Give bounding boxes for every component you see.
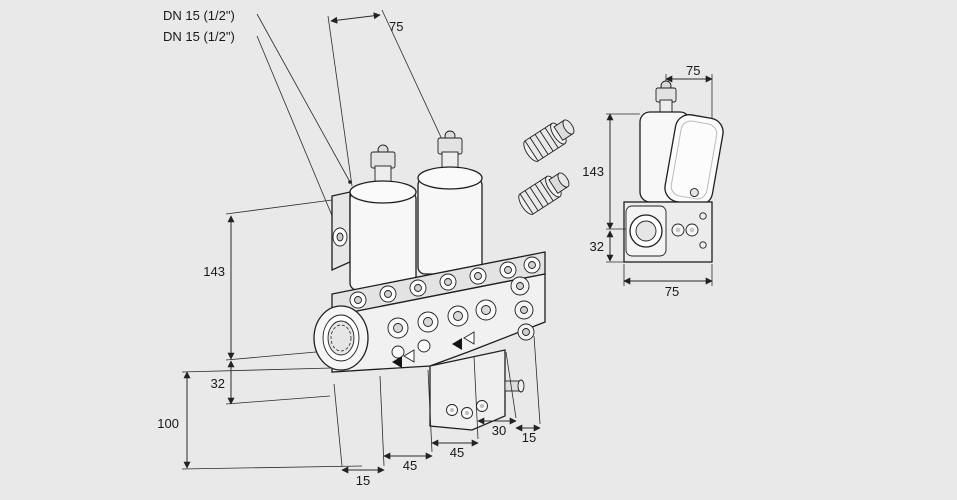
side-body-port xyxy=(699,241,707,249)
fitting-neck-end xyxy=(562,119,575,135)
solenoid-coil-right-body xyxy=(417,177,483,275)
side-dim-label-bottom: 75 xyxy=(665,284,679,299)
flow-arrow-filled xyxy=(452,338,462,350)
dim-ext-bottom xyxy=(333,383,343,467)
ribbed-plug-fitting-2 xyxy=(518,172,570,215)
bolt-head xyxy=(384,290,392,298)
fitting-rib xyxy=(534,183,549,205)
valve-body-slab xyxy=(331,273,546,373)
dim-label-bottom-45b: 45 xyxy=(450,445,464,460)
bolt-head xyxy=(414,284,422,292)
dim-ext-bottom xyxy=(427,369,433,453)
side-body-bolt-pin xyxy=(689,227,695,233)
module-screw-pin xyxy=(480,404,484,408)
side-dim-label-143: 143 xyxy=(582,164,604,179)
dim-label-32: 32 xyxy=(211,376,225,391)
dn-leader-dot-1 xyxy=(348,180,352,184)
side-dim-label-32: 32 xyxy=(590,239,604,254)
module-screw-pin xyxy=(465,411,469,415)
dim-label-top-width: 75 xyxy=(389,19,403,34)
flange-bolt-head xyxy=(520,306,528,314)
dim-ext-143-top xyxy=(225,199,333,215)
flange-bolt-head xyxy=(516,282,524,290)
side-inlet-bore xyxy=(635,220,657,242)
fitting-rib xyxy=(539,130,554,152)
fitting-neck-end xyxy=(557,172,570,188)
solenoid-coil-left-body xyxy=(349,191,417,291)
seat-pin xyxy=(393,323,403,333)
bolt-head xyxy=(528,261,536,269)
solenoid-coil-left-top xyxy=(349,180,417,204)
rail-bolt-heads xyxy=(354,261,536,304)
flow-arrow-outline xyxy=(463,331,475,345)
flow-arrow-outline xyxy=(403,349,415,363)
dim-ext-100-top xyxy=(181,367,333,373)
ribbed-plug-fitting-1 xyxy=(523,119,575,162)
dim-ext-top-right xyxy=(381,9,447,149)
seat-pin xyxy=(453,311,463,321)
side-body-port xyxy=(699,212,707,220)
dn-callout-2: DN 15 (1/2") xyxy=(163,29,235,44)
side-dim-label-top: 75 xyxy=(686,63,700,78)
dim-ext-bottom xyxy=(473,355,479,440)
outlet-flange-bolts xyxy=(510,276,535,341)
seat-pin xyxy=(423,317,433,327)
fitting-rib xyxy=(529,187,544,208)
seat-circle-small xyxy=(391,345,405,359)
dim-label-bottom-45a: 45 xyxy=(403,458,417,473)
inlet-flange-thread xyxy=(330,324,352,352)
dim-ext-top-left xyxy=(327,15,353,187)
connector-housing-inner xyxy=(670,120,718,200)
dim-ext-100-bottom xyxy=(181,465,363,470)
bolt-head xyxy=(504,266,512,274)
module-test-nipple-end xyxy=(517,379,525,393)
dim-label-100: 100 xyxy=(157,416,179,431)
accessory-fittings xyxy=(518,119,575,215)
dn-leader-line-2 xyxy=(256,35,339,231)
bolt-head xyxy=(354,296,362,304)
dn-leader-line-1 xyxy=(256,13,351,183)
main-view: DN 15 (1/2") DN 15 (1/2") 75 xyxy=(157,8,546,488)
inlet-flange-bore xyxy=(327,320,355,356)
dim-line-top-width xyxy=(330,12,381,24)
side-body-bolt-pin xyxy=(675,227,681,233)
dim-label-bottom-15b: 15 xyxy=(522,430,536,445)
seat-circle-small xyxy=(417,339,431,353)
bolt-head xyxy=(444,278,452,286)
dim-ext-bottom xyxy=(533,335,541,425)
dim-label-bottom-30: 30 xyxy=(492,423,506,438)
flange-bolt-head xyxy=(522,328,530,336)
dim-ext-32-bottom xyxy=(225,395,331,405)
solenoid-coil-right-top xyxy=(417,166,483,190)
fitting-rib xyxy=(524,190,539,212)
fitting-rib xyxy=(539,180,554,202)
bolt-head xyxy=(474,272,482,280)
bracket-hole-bore xyxy=(336,232,344,242)
dim-ext-143-bottom xyxy=(225,351,317,361)
dim-label-143: 143 xyxy=(203,264,225,279)
dim-label-bottom-15a: 15 xyxy=(356,473,370,488)
fitting-rib xyxy=(534,134,549,155)
valve-seat-circles xyxy=(387,299,497,359)
fitting-rib xyxy=(529,137,544,159)
side-view: 75 143 32 75 xyxy=(582,63,724,299)
dn-callout-1: DN 15 (1/2") xyxy=(163,8,235,23)
fitting-rib xyxy=(544,127,559,149)
dim-ext-bottom xyxy=(505,351,517,419)
connector-screw xyxy=(689,188,699,198)
module-screw-pin xyxy=(450,408,454,412)
flow-arrow-filled xyxy=(392,356,402,368)
seat-pin xyxy=(481,305,491,315)
dim-ext-bottom xyxy=(379,375,385,467)
